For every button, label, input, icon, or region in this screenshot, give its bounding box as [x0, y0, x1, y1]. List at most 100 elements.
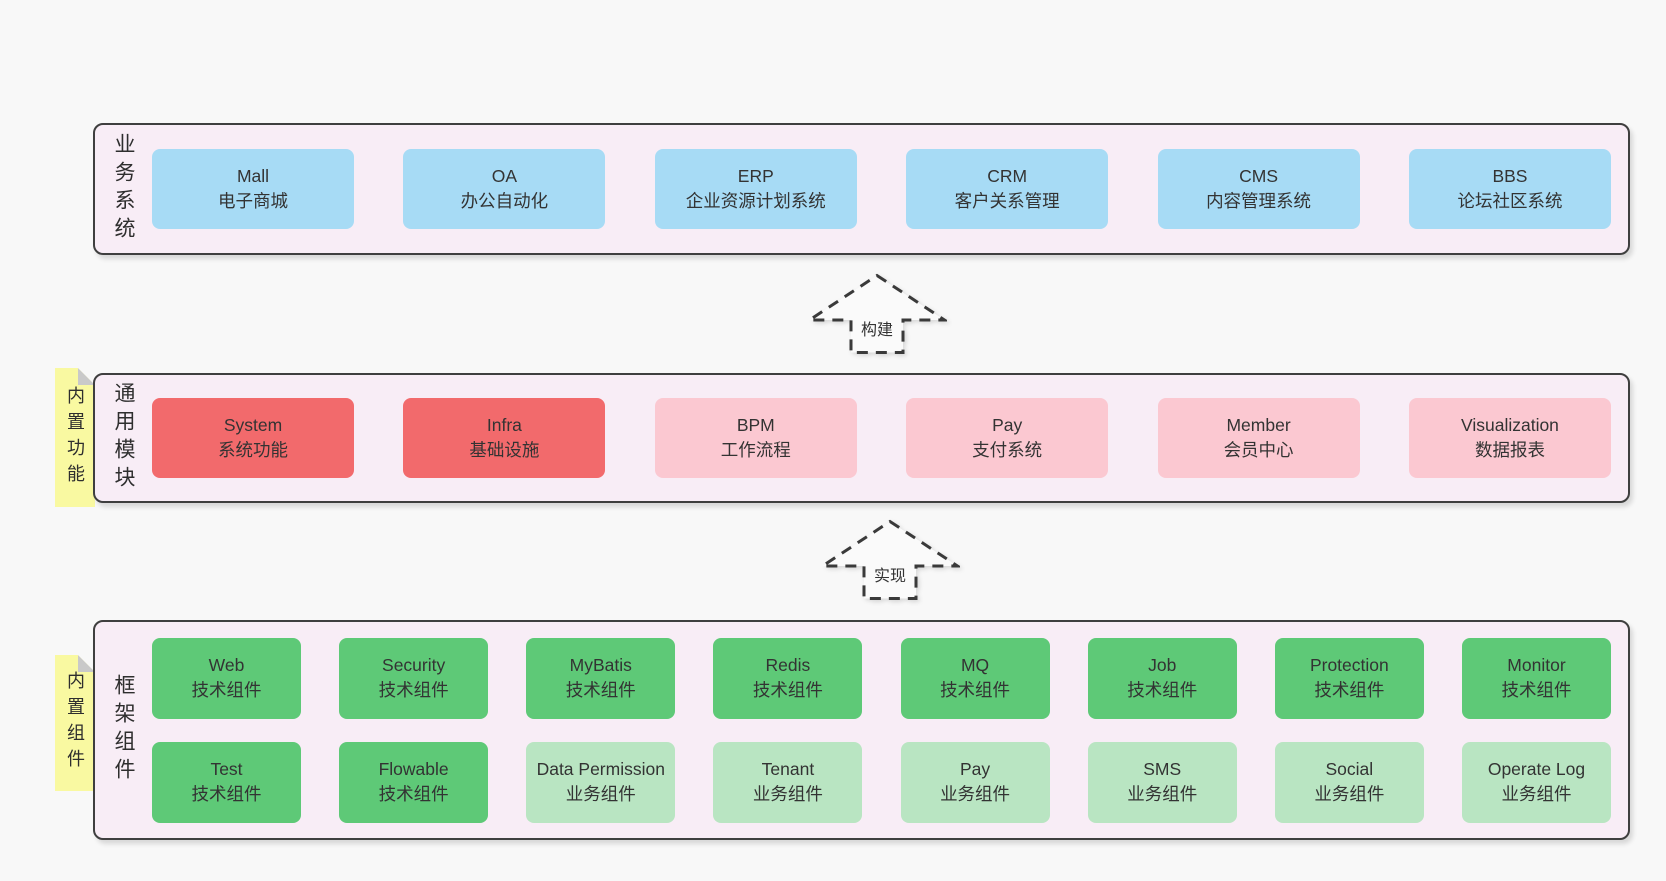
module-box-desc: 工作流程 [720, 440, 791, 460]
module-box-bpm: BPM 工作流程 [654, 398, 857, 478]
module-box-desc: 技术组件 [191, 784, 262, 804]
module-box-security: Security 技术组件 [339, 637, 489, 719]
module-box-desc: 技术组件 [191, 680, 262, 700]
module-box-mybatis: MyBatis 技术组件 [526, 637, 676, 719]
module-box-name: CMS [1239, 166, 1278, 187]
module-box-pay: Pay 支付系统 [906, 398, 1109, 478]
module-box-name: MyBatis [569, 655, 632, 676]
module-box-desc: 电子商城 [218, 191, 288, 211]
module-box-name: OA [491, 166, 518, 187]
module-box-name: Job [1148, 655, 1177, 676]
module-box-desc: 内容管理系统 [1206, 191, 1312, 211]
module-box-desc: 技术组件 [378, 784, 449, 804]
module-box-job: Job 技术组件 [1087, 637, 1237, 719]
module-box-flowable: Flowable 技术组件 [339, 741, 489, 823]
module-box-mall: Mall 电子商城 [152, 149, 354, 229]
module-box-oa: OA 办公自动化 [403, 149, 606, 229]
module-box-member: Member 会员中心 [1157, 398, 1360, 478]
up-arrow-icon [807, 273, 947, 354]
module-box-test: Test 技术组件 [152, 741, 301, 823]
module-box-mq: MQ 技术组件 [900, 637, 1050, 719]
module-box-system: System 系统功能 [152, 398, 354, 478]
module-box-desc: 业务组件 [1501, 784, 1572, 804]
module-box-desc: 技术组件 [565, 680, 636, 700]
sticky-tag-built-in-features: 内置功能 [55, 368, 95, 507]
module-box-desc: 数据报表 [1474, 440, 1545, 460]
module-box-desc: 业务组件 [940, 784, 1011, 804]
module-box-pay: Pay 业务组件 [900, 741, 1050, 823]
module-box-name: Security [382, 655, 446, 676]
sticky-tag-features-label: 内置功能 [65, 385, 85, 490]
module-box-tenant: Tenant 业务组件 [713, 741, 863, 823]
module-box-name: Protection [1309, 655, 1389, 676]
module-box-desc: 会员中心 [1223, 440, 1294, 460]
implement-arrow: 实现 [820, 519, 960, 601]
module-box-data-permission: Data Permission 业务组件 [526, 741, 676, 823]
build-arrow: 构建 [807, 273, 947, 355]
module-box-name: CRM [987, 166, 1028, 187]
module-box-desc: 基础设施 [469, 440, 540, 460]
module-box-name: Flowable [378, 759, 449, 780]
module-box-desc: 技术组件 [752, 680, 823, 700]
module-box-desc: 技术组件 [1501, 680, 1572, 700]
module-box-name: Visualization [1460, 415, 1559, 436]
module-box-sms: SMS 业务组件 [1087, 741, 1237, 823]
module-box-name: SMS [1143, 759, 1182, 780]
module-box-infra: Infra 基础设施 [403, 398, 606, 478]
module-box-name: Web [208, 655, 245, 676]
module-box-name: Pay [992, 415, 1023, 436]
module-box-desc: 技术组件 [1314, 680, 1385, 700]
sticky-tag-components-label: 内置组件 [65, 671, 85, 775]
box-row: System 系统功能 Infra 基础设施 BPM 工作流程 Pay 支付系统 Member 会… [152, 398, 1611, 478]
module-box-name: Pay [959, 759, 991, 780]
module-box-desc: 业务组件 [752, 784, 823, 804]
module-box-desc: 办公自动化 [460, 191, 549, 211]
module-box-name: Redis [765, 655, 811, 676]
module-box-desc: 技术组件 [378, 680, 449, 700]
layer-label-business: 业务系统 [112, 133, 135, 245]
module-box-cms: CMS 内容管理系统 [1157, 149, 1360, 229]
module-box-name: System [223, 415, 283, 436]
module-box-protection: Protection 技术组件 [1274, 637, 1424, 719]
module-box-social: Social 业务组件 [1274, 741, 1424, 823]
common-modules-boxes: System 系统功能 Infra 基础设施 BPM 工作流程 Pay 支付系统 Member 会… [152, 375, 1611, 501]
implement-arrow-label: 实现 [871, 562, 909, 586]
module-box-desc: 客户关系管理 [954, 191, 1060, 211]
build-arrow-label: 构建 [858, 316, 896, 340]
module-box-name: Infra [486, 415, 522, 436]
module-box-desc: 支付系统 [972, 440, 1043, 460]
module-box-desc: 业务组件 [1314, 784, 1385, 804]
module-box-name: MQ [960, 655, 990, 676]
module-box-desc: 技术组件 [940, 680, 1011, 700]
layer-label-components: 框架组件 [112, 674, 135, 786]
module-box-desc: 业务组件 [565, 784, 636, 804]
module-box-redis: Redis 技术组件 [713, 637, 863, 719]
module-box-name: BPM [736, 415, 775, 436]
module-box-name: Social [1325, 759, 1374, 780]
module-box-web: Web 技术组件 [152, 637, 301, 719]
sticky-tag-built-in-components: 内置组件 [55, 655, 95, 791]
module-box-desc: 企业资源计划系统 [685, 191, 826, 211]
module-box-name: Tenant [761, 759, 815, 780]
up-arrow-icon [820, 519, 960, 600]
module-box-name: Test [210, 759, 243, 780]
module-box-desc: 技术组件 [1127, 680, 1198, 700]
module-box-name: BBS [1492, 166, 1528, 187]
module-box-desc: 业务组件 [1127, 784, 1198, 804]
layer-label-modules: 通用模块 [112, 382, 135, 494]
module-box-crm: CRM 客户关系管理 [906, 149, 1109, 229]
module-box-visualization: Visualization 数据报表 [1408, 398, 1611, 478]
module-box-name: Data Permission [536, 759, 665, 780]
module-box-desc: 系统功能 [218, 440, 288, 460]
module-box-name: Mall [236, 166, 270, 187]
module-box-name: Member [1226, 415, 1291, 436]
